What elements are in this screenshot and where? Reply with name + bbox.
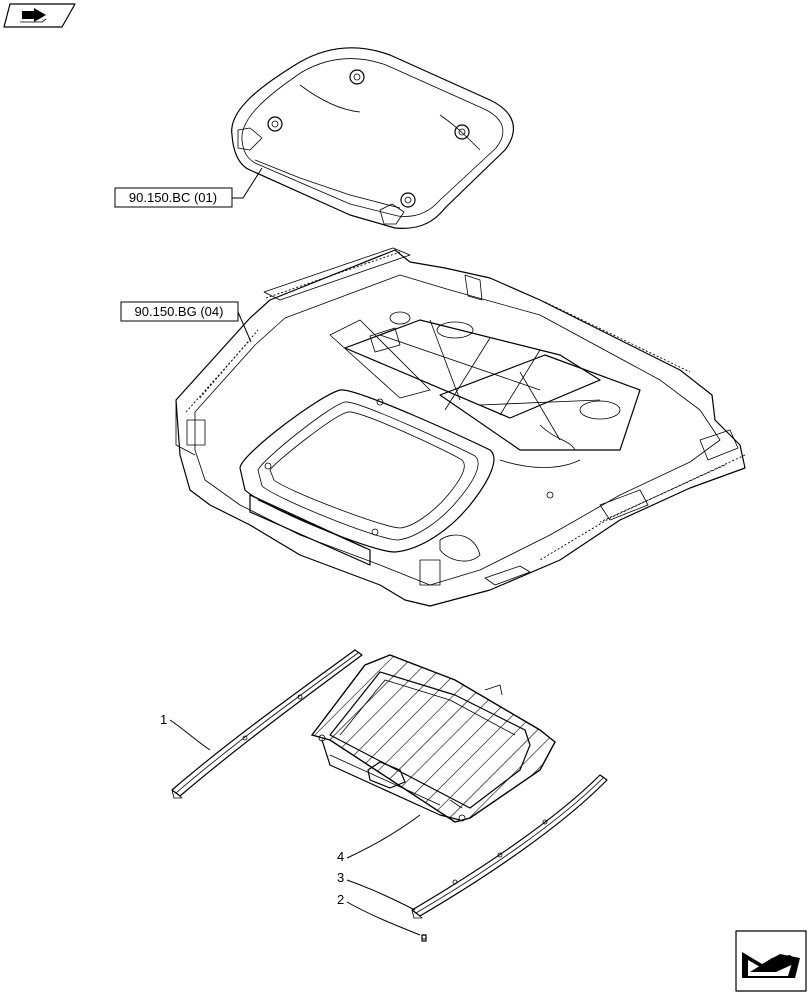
- callout-ref-middle[interactable]: 90.150.BG (04): [120, 301, 252, 343]
- label-part-2-text: 2: [337, 892, 344, 907]
- part-1-left-rail: [171, 649, 363, 799]
- label-part-3[interactable]: 3: [337, 870, 416, 911]
- book-arrow-icon[interactable]: [3, 3, 76, 28]
- part-2-screw: [421, 934, 427, 942]
- roof-headliner-panel: [231, 47, 514, 230]
- part-3-right-rail: [411, 774, 608, 919]
- label-part-1[interactable]: 1: [160, 712, 211, 751]
- label-part-4[interactable]: 4: [337, 814, 421, 864]
- label-part-4-text: 4: [337, 849, 344, 864]
- roof-frame-assembly: [175, 247, 746, 607]
- part-4-sunroof-panel: [310, 654, 556, 823]
- label-part-3-text: 3: [337, 870, 344, 885]
- callout-ref-upper[interactable]: 90.150.BC (01): [114, 167, 263, 208]
- next-page-arrow-icon[interactable]: [735, 930, 807, 992]
- callout-ref-upper-text: 90.150.BC (01): [129, 190, 217, 205]
- label-part-1-text: 1: [160, 712, 167, 727]
- callout-ref-middle-text: 90.150.BG (04): [135, 304, 224, 319]
- label-part-2[interactable]: 2: [337, 892, 421, 936]
